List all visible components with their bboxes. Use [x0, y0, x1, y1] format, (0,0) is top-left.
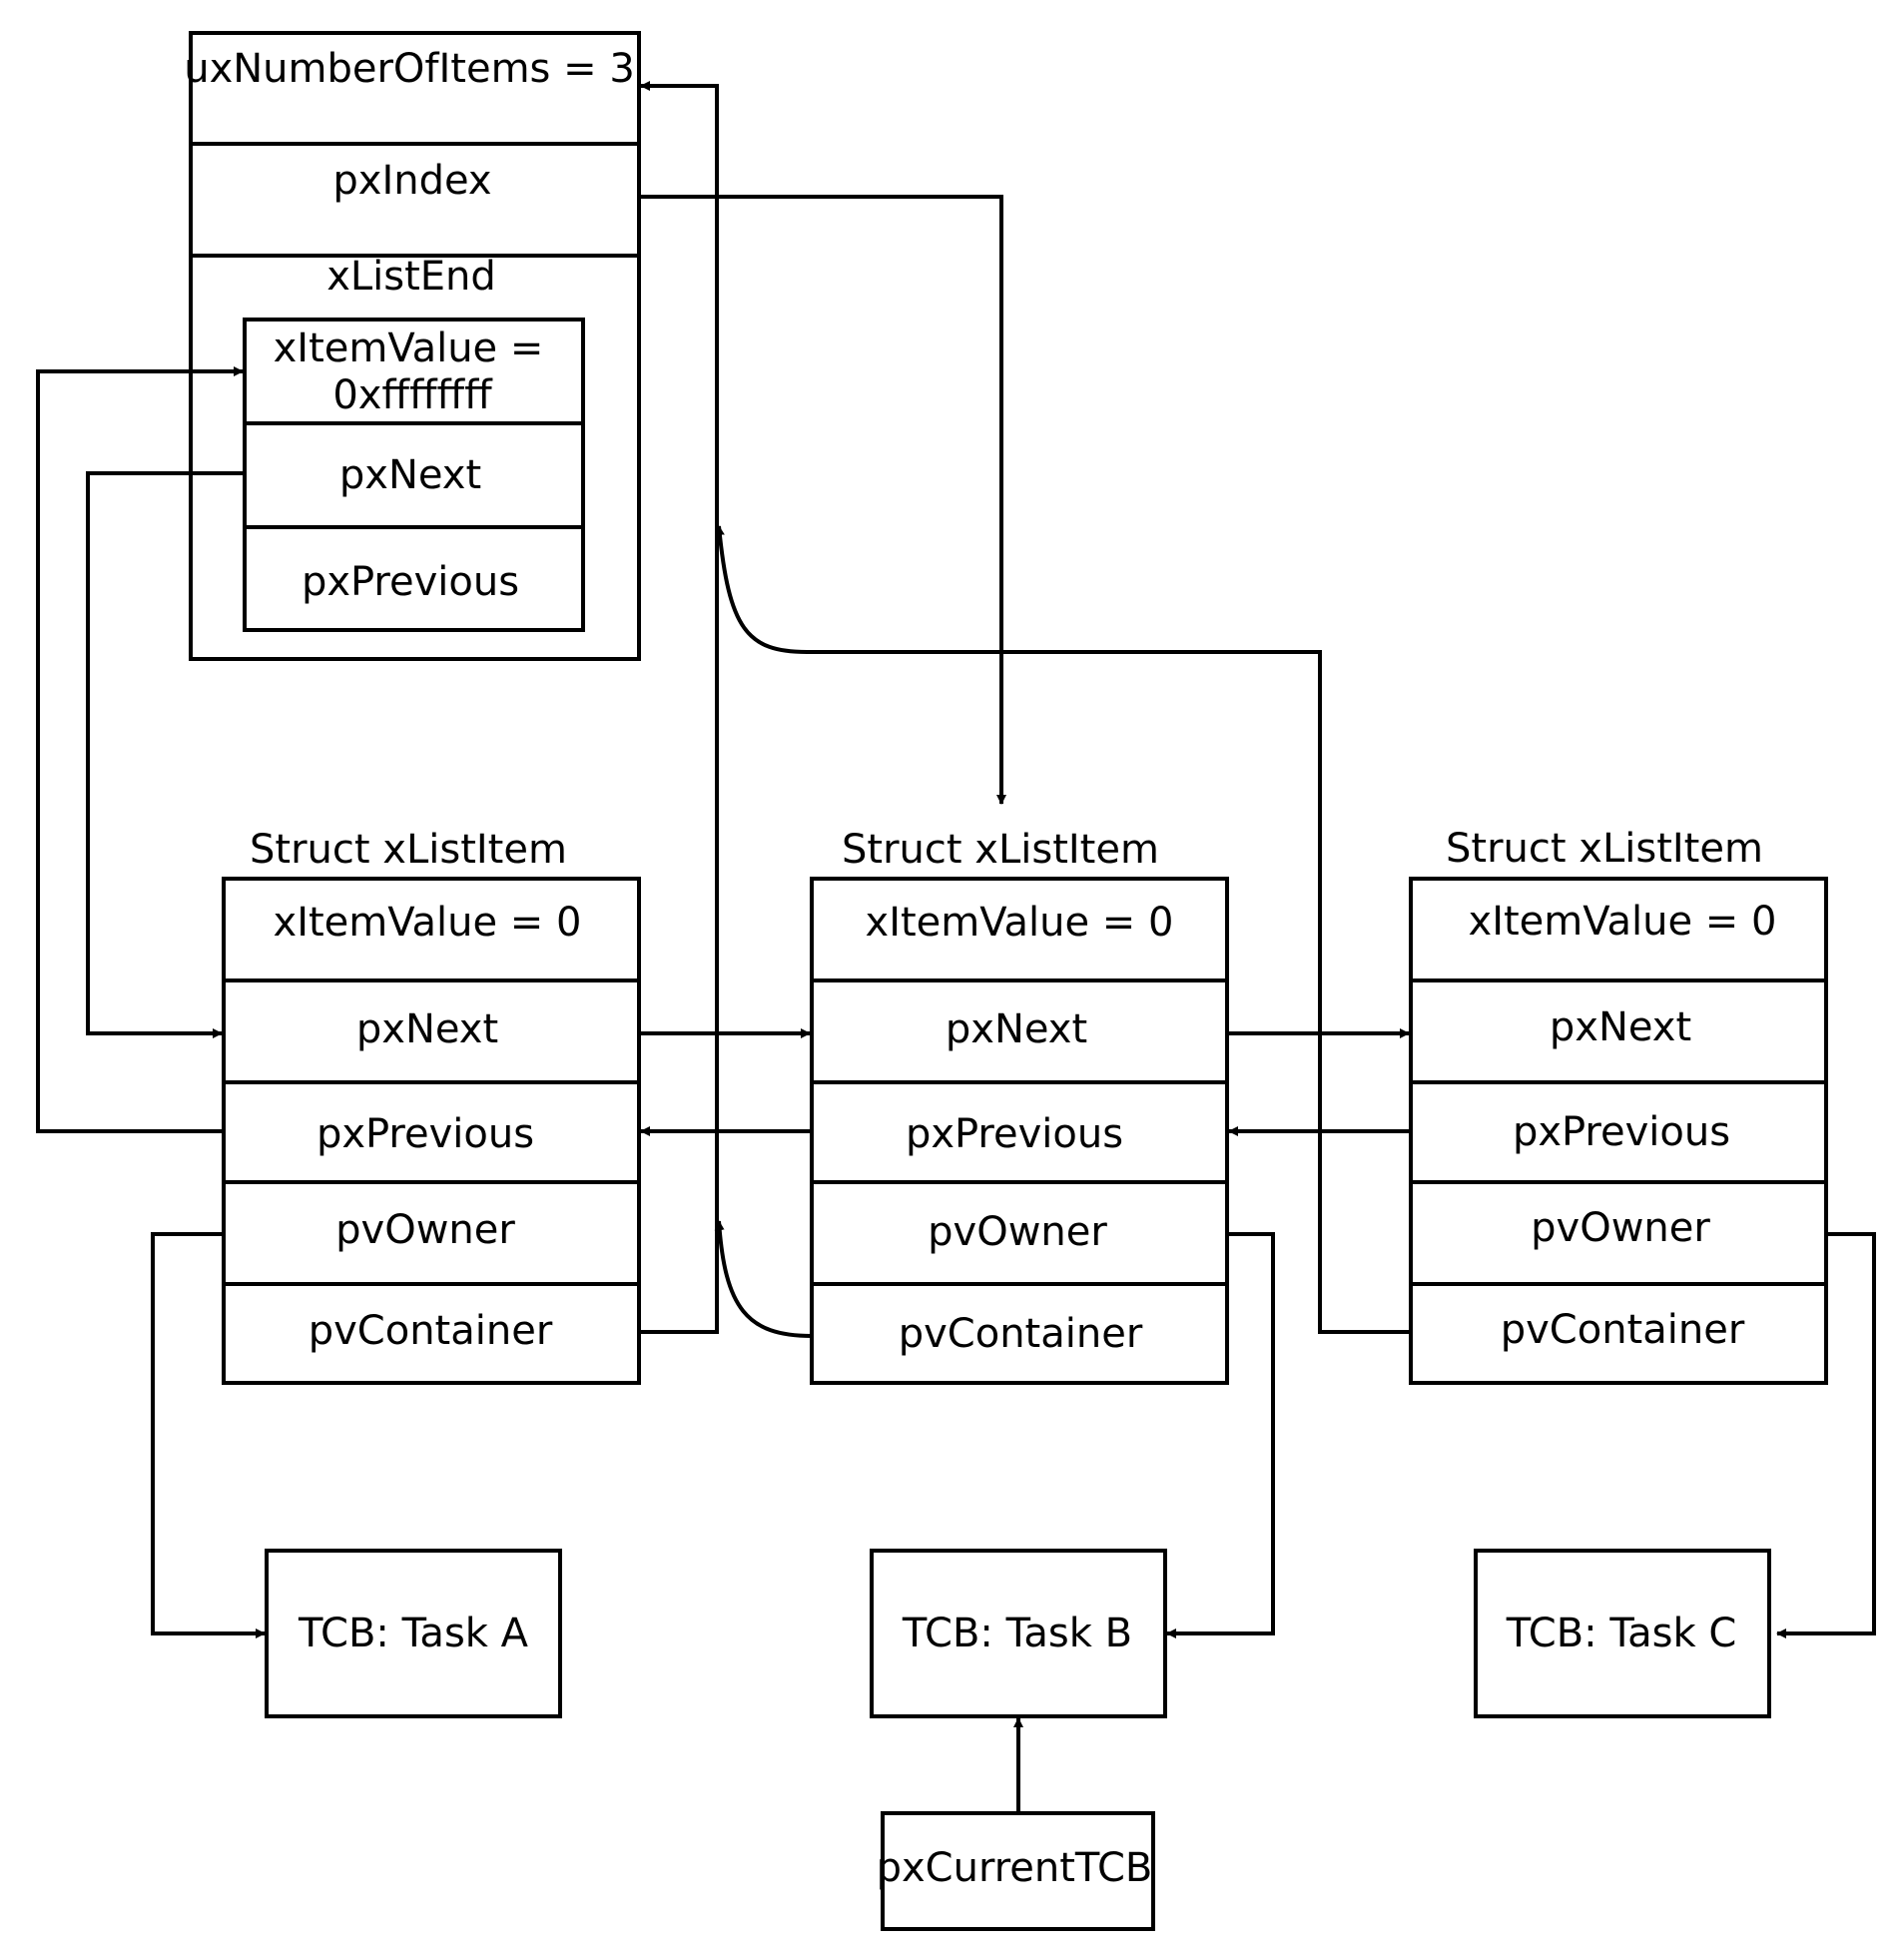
current-tcb: pxCurrentTCB: [877, 1811, 1155, 1931]
connectors: [36, 81, 1876, 1813]
list-end-px-previous: pxPrevious: [302, 559, 519, 605]
px-index-label: pxIndex: [332, 158, 491, 204]
arrow-item2-container-to-list: [714, 1220, 813, 1338]
number-of-items-label: uxNumberOfItems = 3: [184, 46, 635, 92]
list-item-3-px-previous: pxPrevious: [1513, 1109, 1730, 1155]
list-item-2-px-next: pxNext: [946, 1006, 1087, 1052]
arrow-listend-next-to-item1: [86, 471, 245, 1038]
list-item-3-title: Struct xListItem: [1446, 826, 1763, 872]
arrow-item2-owner-to-tcb-b: [1166, 1232, 1275, 1638]
current-tcb-label: pxCurrentTCB: [877, 1845, 1153, 1891]
list-end-title: xListEnd: [326, 254, 496, 300]
arrow-item3-owner-to-tcb-c: [1776, 1232, 1876, 1638]
tcb-a-label: TCB: Task A: [298, 1611, 529, 1656]
list-item-1-pv-owner: pvOwner: [335, 1207, 515, 1253]
arrow-pxindex-to-item2: [639, 195, 1006, 805]
list-item-1-pv-container: pvContainer: [309, 1308, 553, 1354]
list-item-2-pv-container: pvContainer: [899, 1311, 1143, 1357]
list-item-1-item-value: xItemValue = 0: [274, 900, 582, 946]
list-item-3-item-value: xItemValue = 0: [1469, 899, 1777, 945]
list-item-2-item-value: xItemValue = 0: [866, 900, 1174, 946]
list-item-3-pv-owner: pvOwner: [1531, 1205, 1710, 1251]
tcb-b: TCB: Task B: [870, 1549, 1167, 1718]
arrow-item1-container-to-list: [639, 81, 719, 1334]
tcb-c: TCB: Task C: [1474, 1549, 1771, 1718]
tcb-b-box: [870, 1549, 1167, 1718]
list-item-2-pv-owner: pvOwner: [928, 1209, 1107, 1255]
arrow-item1-prev-to-listend: [36, 366, 244, 1133]
list-item-1-title: Struct xListItem: [250, 827, 567, 873]
tcb-b-label: TCB: Task B: [902, 1611, 1132, 1656]
list-item-1-px-next: pxNext: [356, 1006, 498, 1052]
list-item-1: Struct xListItem xItemValue = 0 pxNext p…: [222, 827, 641, 1385]
tcb-a-box: [265, 1549, 562, 1718]
list-struct: uxNumberOfItems = 3 pxIndex xListEnd xIt…: [184, 31, 641, 661]
list-end-item-value-line1: xItemValue =: [274, 325, 544, 371]
list-item-2-title: Struct xListItem: [842, 827, 1159, 873]
list-outer-box: [189, 31, 641, 661]
list-end-struct: xItemValue = 0xffffffff pxNext pxPreviou…: [243, 318, 585, 632]
arrow-item1-owner-to-tcb-a: [151, 1232, 266, 1638]
list-item-2: Struct xListItem xItemValue = 0 pxNext p…: [810, 827, 1229, 1385]
tcb-c-label: TCB: Task C: [1506, 1611, 1737, 1656]
list-item-3-px-next: pxNext: [1550, 1004, 1691, 1050]
list-end-px-next: pxNext: [339, 452, 481, 498]
list-item-3: Struct xListItem xItemValue = 0 pxNext p…: [1409, 826, 1828, 1385]
list-item-3-pv-container: pvContainer: [1501, 1307, 1745, 1353]
list-end-item-value-line2: 0xffffffff: [332, 372, 493, 418]
arrow-item3-container-to-list: [714, 525, 1411, 1334]
tcb-a: TCB: Task A: [265, 1549, 562, 1718]
tcb-c-box: [1474, 1549, 1771, 1718]
list-item-1-px-previous: pxPrevious: [317, 1111, 534, 1157]
list-item-2-px-previous: pxPrevious: [906, 1111, 1123, 1157]
